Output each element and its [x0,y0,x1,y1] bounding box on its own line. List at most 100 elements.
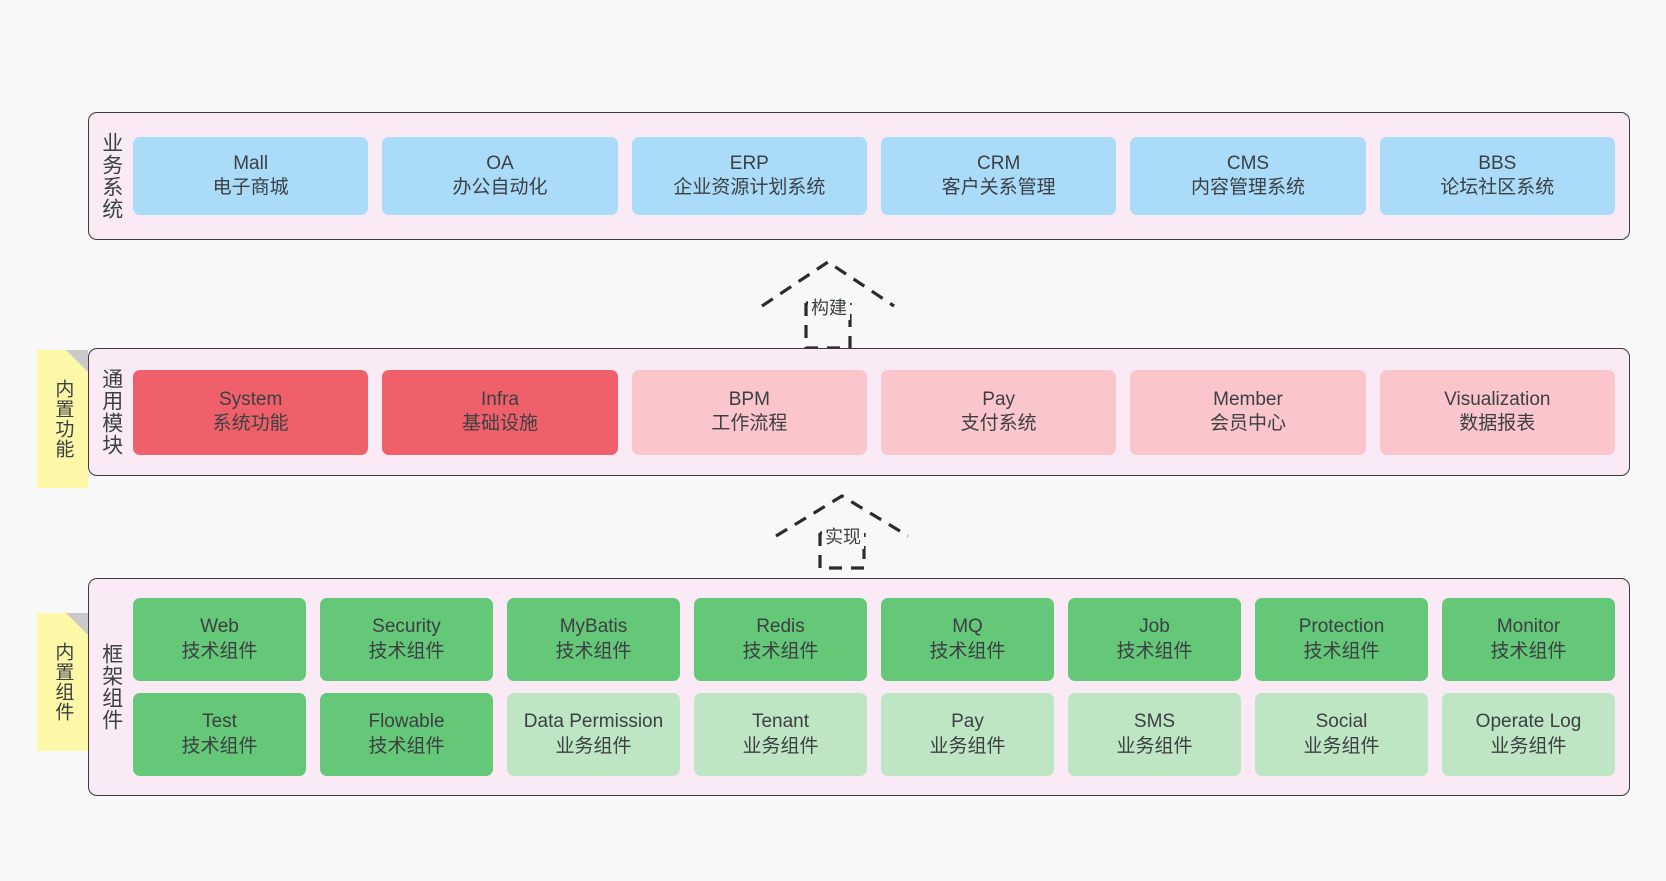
card-crm-cn: 客户关系管理 [941,177,1056,198]
note-builtin-features-label: 内置功能 [52,379,74,459]
card-oa[interactable]: OA 办公自动化 [382,137,618,215]
card-mall-cn: 电子商城 [212,177,289,198]
card-operate-log-cn: 业务组件 [1490,735,1567,757]
card-data-permission[interactable]: Data Permission 业务组件 [507,693,680,776]
connector-implement-label: 实现 [822,523,864,549]
card-flowable[interactable]: Flowable 技术组件 [320,693,493,776]
card-data-permission-en: Data Permission [523,711,664,733]
card-social-cn: 业务组件 [1303,735,1380,757]
card-visualization[interactable]: Visualization 数据报表 [1379,369,1615,455]
layer-common-module: 通用模块 System 系统功能 Infra 基础设施 BPM 工作流程 Pay… [88,348,1630,476]
card-sms-cn: 业务组件 [1116,735,1193,757]
card-social[interactable]: Social 业务组件 [1255,693,1428,776]
card-mq-cn: 技术组件 [929,640,1006,662]
card-test-cn: 技术组件 [181,735,258,757]
card-sms[interactable]: SMS 业务组件 [1068,693,1241,776]
note-builtin-components-label: 内置组件 [52,642,74,722]
card-bpm[interactable]: BPM 工作流程 [631,369,867,455]
card-mybatis-cn: 技术组件 [555,640,632,662]
card-mybatis-en: MyBatis [559,616,628,638]
card-flowable-en: Flowable [368,711,445,733]
card-oa-en: OA [486,152,514,174]
card-mq[interactable]: MQ 技术组件 [881,598,1054,681]
card-job[interactable]: Job 技术组件 [1068,598,1241,681]
card-oa-cn: 办公自动化 [452,177,548,198]
card-crm[interactable]: CRM 客户关系管理 [880,137,1117,215]
card-erp-cn: 企业资源计划系统 [673,177,826,198]
card-pay-component-cn: 业务组件 [929,735,1006,757]
card-system-en: System [218,388,283,410]
card-pay-module[interactable]: Pay 支付系统 [880,369,1117,455]
card-protection[interactable]: Protection 技术组件 [1255,598,1428,681]
connector-implement: 实现 [772,492,912,570]
card-sms-en: SMS [1133,711,1176,733]
card-security-cn: 技术组件 [368,640,445,662]
layer-title-common: 通用模块 [99,368,123,456]
card-tenant[interactable]: Tenant 业务组件 [694,693,867,776]
card-system[interactable]: System 系统功能 [133,369,369,455]
card-web-en: Web [200,616,239,638]
framework-row-business: Test 技术组件 Flowable 技术组件 Data Permission … [133,693,1615,776]
card-security[interactable]: Security 技术组件 [320,598,493,681]
card-bbs[interactable]: BBS 论坛社区系统 [1379,137,1615,215]
layer-body-common: System 系统功能 Infra 基础设施 BPM 工作流程 Pay 支付系统… [133,349,1629,475]
card-erp[interactable]: ERP 企业资源计划系统 [631,137,867,215]
card-web[interactable]: Web 技术组件 [133,598,306,681]
card-bpm-cn: 工作流程 [711,413,788,434]
card-mybatis[interactable]: MyBatis 技术组件 [507,598,680,681]
card-pay-module-cn: 支付系统 [960,413,1037,434]
connector-build-label: 构建 [808,294,850,320]
card-protection-cn: 技术组件 [1303,640,1380,662]
card-operate-log-en: Operate Log [1475,711,1582,733]
card-bbs-en: BBS [1478,152,1517,174]
card-visualization-en: Visualization [1444,388,1551,410]
card-security-en: Security [372,616,441,638]
card-job-cn: 技术组件 [1116,640,1193,662]
note-fold-corner-icon [66,350,88,372]
card-cms-en: CMS [1226,152,1270,174]
connector-build: 构建 [758,258,898,350]
card-infra-cn: 基础设施 [461,413,538,434]
card-pay-component-en: Pay [951,711,984,733]
layer-body-framework: Web 技术组件 Security 技术组件 MyBatis 技术组件 Redi… [133,579,1629,795]
card-monitor-en: Monitor [1496,616,1561,638]
card-protection-en: Protection [1298,616,1385,638]
card-monitor[interactable]: Monitor 技术组件 [1442,598,1615,681]
card-cms-cn: 内容管理系统 [1190,177,1305,198]
card-bpm-en: BPM [728,388,770,410]
layer-business-system: 业务系统 Mall 电子商城 OA 办公自动化 ERP 企业资源计划系统 CRM… [88,112,1630,240]
card-erp-en: ERP [729,152,769,174]
card-bbs-cn: 论坛社区系统 [1440,177,1555,198]
card-monitor-cn: 技术组件 [1490,640,1567,662]
layer-title-business: 业务系统 [99,132,123,220]
layer-framework-component: 框架组件 Web 技术组件 Security 技术组件 MyBatis 技术组件… [88,578,1630,796]
card-cms[interactable]: CMS 内容管理系统 [1130,137,1366,215]
card-redis[interactable]: Redis 技术组件 [694,598,867,681]
card-system-cn: 系统功能 [212,413,289,434]
card-infra-en: Infra [480,388,519,410]
layer-body-business: Mall 电子商城 OA 办公自动化 ERP 企业资源计划系统 CRM 客户关系… [133,113,1629,239]
note-fold-corner-icon [66,613,88,635]
card-member[interactable]: Member 会员中心 [1130,369,1366,455]
card-test-en: Test [202,711,237,733]
card-data-permission-cn: 业务组件 [555,735,632,757]
card-redis-en: Redis [756,616,805,638]
card-mall[interactable]: Mall 电子商城 [133,137,369,215]
card-visualization-cn: 数据报表 [1459,413,1536,434]
note-builtin-features: 内置功能 [37,350,88,488]
card-redis-cn: 技术组件 [742,640,819,662]
card-mall-en: Mall [233,152,269,174]
card-tenant-en: Tenant [751,711,810,733]
card-flowable-cn: 技术组件 [368,735,445,757]
card-operate-log[interactable]: Operate Log 业务组件 [1442,693,1615,776]
card-social-en: Social [1315,711,1368,733]
card-tenant-cn: 业务组件 [742,735,819,757]
card-pay-module-en: Pay [982,388,1016,410]
layer-title-framework: 框架组件 [99,643,123,731]
card-infra[interactable]: Infra 基础设施 [382,369,618,455]
card-pay-component[interactable]: Pay 业务组件 [881,693,1054,776]
card-mq-en: MQ [952,616,983,638]
card-test[interactable]: Test 技术组件 [133,693,306,776]
framework-row-technical: Web 技术组件 Security 技术组件 MyBatis 技术组件 Redi… [133,598,1615,681]
card-member-cn: 会员中心 [1209,413,1286,434]
